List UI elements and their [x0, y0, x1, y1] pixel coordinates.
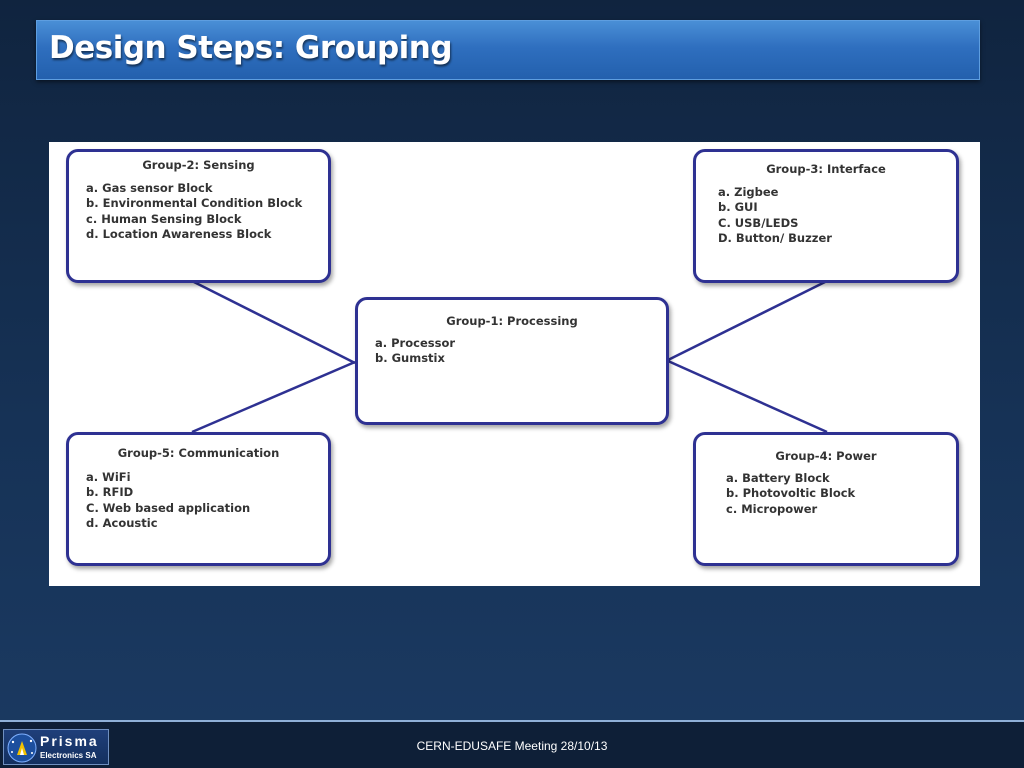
logo-mark-icon	[7, 733, 37, 763]
list-item: b. Gumstix	[375, 351, 445, 366]
connector-processing-communication	[191, 360, 356, 434]
list-item: c. Micropower	[726, 501, 818, 516]
group-box-processing: Group-1: Processing a. Processor b. Gums…	[355, 297, 669, 425]
group-box-power: Group-4: Power a. Battery Block b. Photo…	[693, 432, 959, 566]
list-item: b. Photovoltic Block	[726, 486, 856, 501]
footer-divider	[0, 720, 1024, 722]
group-item-list: a. Battery Block b. Photovoltic Block c.…	[726, 471, 855, 517]
footer: Prisma Electronics SA CERN-EDUSAFE Meeti…	[0, 722, 1024, 768]
group-item-list: a. Gas sensor Block b. Environmental Con…	[86, 181, 302, 242]
group-item-list: a. WiFi b. RFID C. Web based application…	[86, 470, 250, 531]
group-title: Group-1: Processing	[446, 314, 578, 328]
list-item: a. Zigbee	[718, 185, 779, 199]
logo-subtitle: Electronics SA	[40, 751, 97, 760]
list-item: C. Web based application	[86, 500, 251, 515]
list-item: a. WiFi	[86, 470, 131, 484]
connector-layer	[191, 279, 828, 434]
connector-processing-interface	[667, 279, 828, 362]
group-item-list: a. Zigbee b. GUI C. USB/LEDS D. Button/ …	[718, 185, 832, 246]
group-box-sensing: Group-2: Sensing a. Gas sensor Block b. …	[66, 149, 331, 283]
group-box-communication: Group-5: Communication a. WiFi b. RFID C…	[66, 432, 331, 566]
list-item: b. RFID	[86, 485, 134, 500]
footer-meeting-text: CERN-EDUSAFE Meeting 28/10/13	[416, 739, 608, 753]
list-item: b. Environmental Condition Block	[86, 196, 303, 211]
group-box-interface: Group-3: Interface a. Zigbee b. GUI C. U…	[693, 149, 959, 283]
connector-processing-sensing	[191, 279, 356, 365]
group-item-list: a. Processor b. Gumstix	[375, 336, 455, 367]
list-item: a. Battery Block	[726, 471, 830, 485]
group-title: Group-5: Communication	[117, 446, 280, 460]
company-logo: Prisma Electronics SA	[3, 729, 109, 765]
list-item: a. Gas sensor Block	[86, 181, 213, 195]
group-title: Group-2: Sensing	[142, 158, 255, 172]
list-item: d. Acoustic	[86, 515, 158, 530]
group-title: Group-3: Interface	[766, 162, 886, 176]
logo-name: Prisma	[40, 733, 99, 749]
list-item: a. Processor	[375, 336, 456, 350]
title-bar: Design Steps: Grouping	[36, 20, 980, 80]
diagram-panel: Group-2: Sensing a. Gas sensor Block b. …	[49, 142, 980, 586]
list-item: D. Button/ Buzzer	[718, 230, 832, 245]
connector-processing-power	[667, 359, 828, 434]
list-item: C. USB/LEDS	[718, 215, 799, 230]
slide-title: Design Steps: Grouping	[49, 30, 453, 66]
group-title: Group-4: Power	[775, 449, 877, 463]
list-item: b. GUI	[718, 200, 758, 215]
list-item: c. Human Sensing Block	[86, 211, 242, 226]
list-item: d. Location Awareness Block	[86, 226, 272, 241]
